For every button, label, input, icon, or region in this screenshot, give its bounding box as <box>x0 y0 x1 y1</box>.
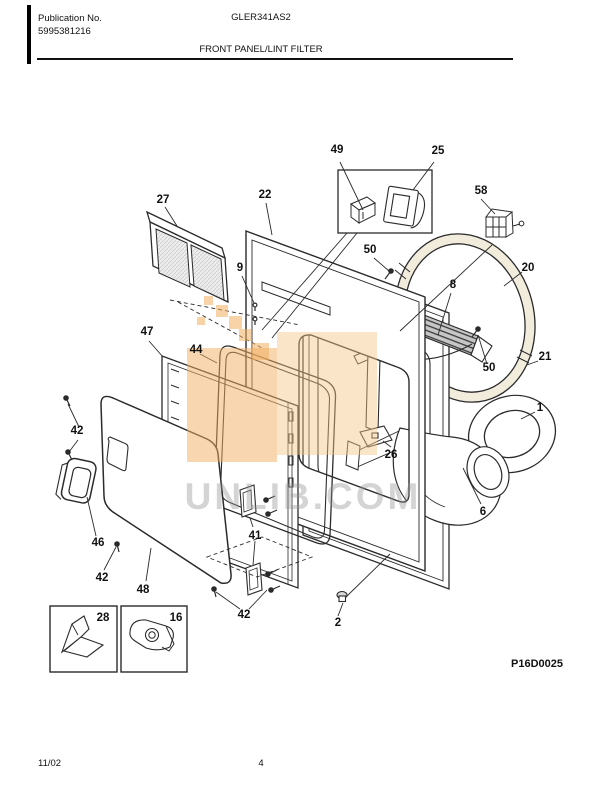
leveling-foot <box>336 590 348 603</box>
callout-42c: 42 <box>238 609 251 621</box>
leader-lines <box>67 161 539 617</box>
callout-58: 58 <box>475 185 488 197</box>
inset-box-16 <box>120 605 188 673</box>
callout-20: 20 <box>522 262 535 274</box>
callout-41: 41 <box>249 530 262 542</box>
diagram-code: P16D0025 <box>511 658 563 670</box>
callout-44: 44 <box>190 344 203 356</box>
callout-47: 47 <box>141 326 154 338</box>
screws <box>63 268 481 598</box>
door-hinges <box>239 484 263 596</box>
callout-49: 49 <box>331 144 344 156</box>
callout-22: 22 <box>259 189 272 201</box>
publication-number: 5995381216 <box>38 26 91 37</box>
door-switch <box>485 208 525 238</box>
callout-46: 46 <box>92 537 105 549</box>
callout-2: 2 <box>335 617 341 629</box>
lint-filter <box>145 210 229 304</box>
callouts: 49 25 58 27 22 9 50 20 8 21 50 47 44 1 4… <box>71 144 552 629</box>
callout-42b: 42 <box>96 572 109 584</box>
inset-box-28 <box>49 605 118 673</box>
watermark-text: UNLIB.COM <box>185 476 422 517</box>
callout-42a: 42 <box>71 425 84 437</box>
callout-50b: 50 <box>483 362 496 374</box>
callout-8: 8 <box>450 279 457 291</box>
footer-date: 11/02 <box>38 758 62 769</box>
callout-27: 27 <box>157 194 170 206</box>
site-watermark: UNLIB.COM <box>185 296 422 517</box>
callout-25: 25 <box>432 145 445 157</box>
callout-6: 6 <box>480 506 486 518</box>
callout-9: 9 <box>237 262 243 274</box>
callout-50a: 50 <box>364 244 377 256</box>
latch-49-part <box>350 196 376 224</box>
door-handle <box>55 457 97 504</box>
callout-26: 26 <box>385 449 398 461</box>
housing-25-part <box>383 185 426 229</box>
publication-label: Publication No. <box>38 13 102 24</box>
latch-and-housing-box <box>337 169 433 234</box>
callout-28: 28 <box>97 612 110 624</box>
callout-16: 16 <box>170 612 183 624</box>
model-number: GLER341AS2 <box>231 12 291 23</box>
header-rule <box>37 58 513 60</box>
callout-1: 1 <box>537 402 544 414</box>
callout-48: 48 <box>137 584 150 596</box>
callout-21: 21 <box>539 351 552 363</box>
binding-mark <box>27 5 31 64</box>
footer-page-number: 4 <box>258 758 264 769</box>
page-title: FRONT PANEL/LINT FILTER <box>199 44 323 55</box>
watermark-puzzle-logo <box>187 296 377 462</box>
